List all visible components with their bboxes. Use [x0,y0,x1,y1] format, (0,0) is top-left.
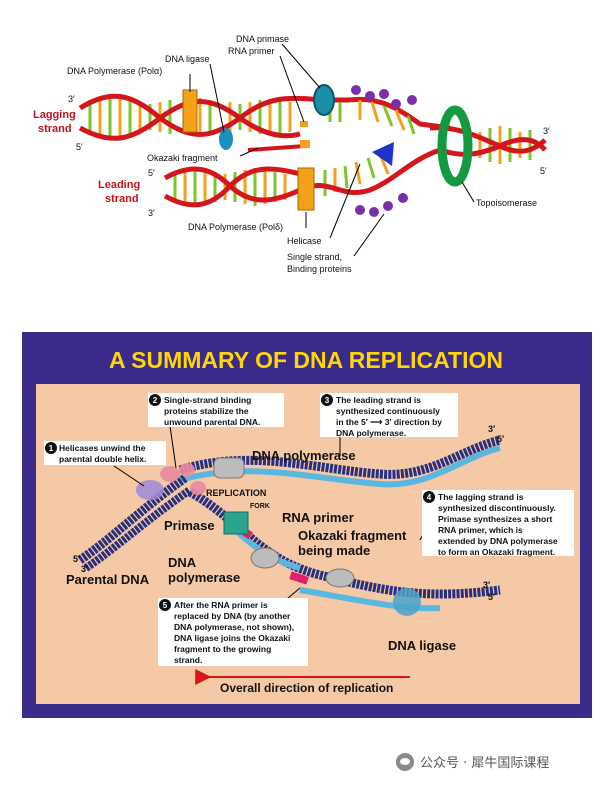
summary-panel: A SUMMARY OF DNA REPLICATION [22,332,592,718]
note-4-line-6: to form an Okazaki fragment. [438,547,555,557]
note-1: 1 Helicases unwind the parental double h… [44,441,166,465]
note-1-number: 1 [49,444,54,453]
note-3-line-1: The leading strand is [336,395,421,405]
summary-end-3-mid: 3′ [483,580,490,590]
label-topoisomerase: Topoisomerase [476,198,537,208]
note-4-line-1: The lagging strand is [438,492,524,502]
end-3-right: 3′ [543,126,550,136]
label-dna-ligase: DNA ligase [165,54,210,64]
helicase-triangle [372,142,394,166]
note-5-number: 5 [163,601,168,610]
watermark: 公众号 · 犀牛国际课程 [396,752,549,771]
summary-helicase-ssb [136,463,206,500]
note-4-line-2: synthesized discontinuously. [438,503,556,513]
summary-dna-polymerase-lower [250,547,280,569]
rna-primer-block-2 [300,121,308,127]
end-5-right: 5′ [540,166,547,176]
note-5: 5 After the RNA primer is replaced by DN… [158,598,308,666]
lagging-strand-helix [78,93,451,152]
end-5-left-bottom: 5′ [148,168,155,178]
summary-end-5-mid: 5′ [488,592,495,602]
summary-dna-polymerase-3 [325,568,355,588]
label-okazaki-2: being made [298,543,370,558]
note-3-line-3: in the 5′ ⟶ 3′ direction by [336,417,442,427]
label-leading-2: strand [105,193,139,205]
note-3-line-2: synthesized continuously [336,406,440,416]
note-5-line-4: DNA ligase joins the Okazaki [174,633,290,643]
end-5-left-top: 5′ [76,142,83,152]
label-lagging-2: strand [38,123,72,135]
note-1-line-2: parental double helix. [59,454,146,464]
note-5-line-2: replaced by DNA (by another [174,611,291,621]
dna-polymerase-alpha-block [182,89,198,133]
dna-polymerase-delta-block [297,167,315,211]
note-4-line-3: Primase synthesizes a short [438,514,553,524]
note-1-line-1: Helicases unwind the [59,443,146,453]
label-okazaki-1: Okazaki fragment [298,528,407,543]
note-2-line-2: proteins stabilize the [164,406,249,416]
rna-primer-block [300,140,310,148]
note-5-line-5: fragment to the growing [174,644,271,654]
panel-title: A SUMMARY OF DNA REPLICATION [109,347,503,373]
label-dna-primase: DNA primase [236,34,289,44]
dna-primase-shape [313,84,335,116]
note-3-number: 3 [325,396,330,405]
topoisomerase-ring [437,105,473,187]
note-5-line-3: DNA polymerase, not shown), [174,622,294,632]
label-direction: Overall direction of replication [220,681,393,695]
dna-ligase-shape [219,128,233,150]
note-2-line-3: unwound parental DNA. [164,417,260,427]
note-2: 2 Single-strand binding proteins stabili… [148,393,284,427]
label-dna-2: polymerase [168,570,240,585]
label-helicase: Helicase [287,236,322,246]
note-2-line-1: Single-strand binding [164,395,251,405]
rna-primer-mark [289,571,309,585]
note-3: 3 The leading strand is synthesized cont… [320,393,458,438]
summary-dna-ligase-shape [393,588,421,616]
label-primase: Primase [164,518,215,533]
note-2-number: 2 [153,396,158,405]
label-leading-1: Leading [98,179,140,191]
label-ssb-1: Single strand, [287,252,342,262]
summary-parental-dna [77,474,193,572]
summary-dna-polymerase-top [213,457,245,479]
label-ssb-2: Binding proteins [287,264,352,274]
note-4-line-5: extended by DNA polymerase [438,536,558,546]
note-4: 4 The lagging strand is synthesized disc… [422,490,574,557]
label-fork: fork [250,503,270,510]
end-3-left-bottom: 3′ [148,208,155,218]
note-4-line-4: RNA primer, which is [438,525,523,535]
summary-primase-box [223,511,249,535]
label-parental-dna: Parental DNA [66,572,150,587]
note-4-number: 4 [427,493,432,502]
label-rna-primer: RNA primer [228,46,275,56]
summary-end-3-top: 3′ [488,424,495,434]
label-dna-pol-delta: DNA Polymerase (Polδ) [188,222,283,232]
note-5-line-1: After the RNA primer is [174,600,268,610]
label-dna-pol-alpha: DNA Polymerase (Polα) [67,66,162,76]
top-diagram: DNA primase RNA primer DNA ligase DNA Po… [33,34,550,274]
summary-end-5-left: 5′ [73,554,80,564]
end-3-left-top: 3′ [68,94,75,104]
wechat-icon [396,752,414,771]
note-5-line-6: strand. [174,655,202,665]
label-lagging-1: Lagging [33,109,76,121]
label-dna-ligase-summary: DNA ligase [388,638,456,653]
label-okazaki-fragment: Okazaki fragment [147,153,218,163]
watermark-text: 公众号 · 犀牛国际课程 [420,756,550,771]
note-3-line-4: DNA polymerase. [336,428,406,438]
label-replication: Replication [206,488,266,498]
summary-end-5-top: 5′ [497,434,504,444]
label-dna-1: DNA [168,555,197,570]
label-rna-primer-summary: RNA primer [282,510,354,525]
label-dna-polymerase-top: DNA polymerase [252,448,356,463]
ssb-proteins [351,85,417,217]
summary-end-3-left: 3′ [81,564,88,574]
